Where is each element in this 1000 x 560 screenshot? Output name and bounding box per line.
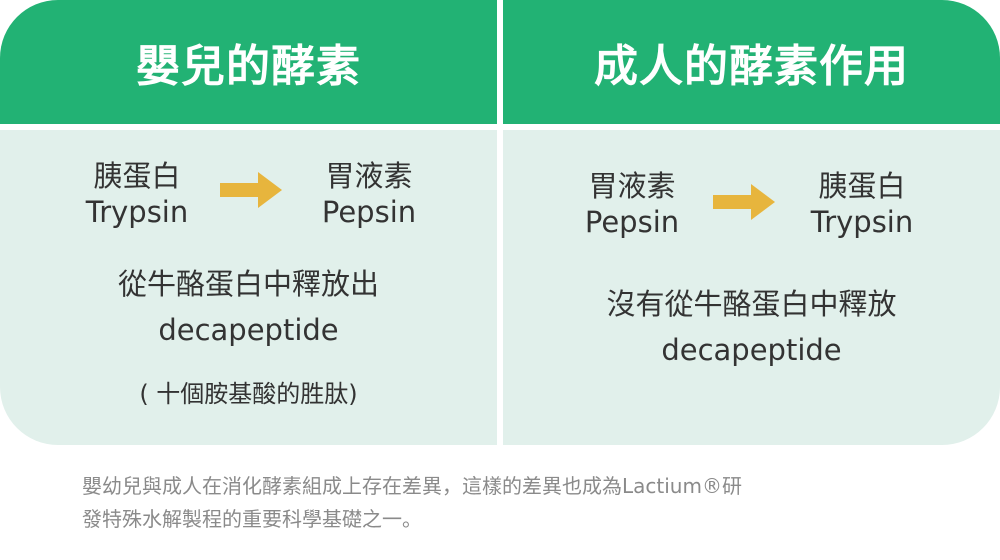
comparison-card: 嬰兒的酵素 成人的酵素作用 胰蛋白 Trypsin 胃液素 Pepsin 從牛酪… xyxy=(0,0,1000,445)
enzyme-zh: 胃液素 xyxy=(588,169,676,203)
adult-enzyme-header: 成人的酵素作用 xyxy=(503,0,1000,124)
infant-enzyme-header: 嬰兒的酵素 xyxy=(0,0,497,124)
enzyme-zh: 胰蛋白 xyxy=(93,159,181,193)
enzyme-pepsin: 胃液素 Pepsin xyxy=(573,168,691,240)
enzyme-en: Trypsin xyxy=(85,195,189,229)
enzyme-en: Trypsin xyxy=(810,205,914,239)
description-line1: 沒有從牛酪蛋白中釋放 xyxy=(606,287,897,321)
description-line1: 從牛酪蛋白中釋放出 xyxy=(117,267,379,301)
footnote-line1: 嬰幼兒與成人在消化酵素組成上存在差異，這樣的差異也成為Lactium®研 xyxy=(82,474,742,498)
adult-enzyme-panel: 胃液素 Pepsin 胰蛋白 Trypsin 沒有從牛酪蛋白中釋放 decape… xyxy=(503,130,1000,445)
enzyme-pepsin: 胃液素 Pepsin xyxy=(310,158,428,230)
enzyme-zh: 胰蛋白 xyxy=(818,169,906,203)
enzyme-en: Pepsin xyxy=(584,205,680,239)
footnote: 嬰幼兒與成人在消化酵素組成上存在差異，這樣的差異也成為Lactium®研 發特殊… xyxy=(82,470,922,536)
footnote-line2: 發特殊水解製程的重要科學基礎之一。 xyxy=(82,507,422,531)
description-line2: decapeptide xyxy=(158,313,339,347)
description-line2: decapeptide xyxy=(661,333,842,367)
enzyme-trypsin: 胰蛋白 Trypsin xyxy=(78,158,196,230)
infant-enzyme-panel: 胰蛋白 Trypsin 胃液素 Pepsin 從牛酪蛋白中釋放出 decapep… xyxy=(0,130,497,445)
arrow-right-icon xyxy=(713,184,775,220)
enzyme-en: Pepsin xyxy=(321,195,417,229)
arrow-right-icon xyxy=(220,172,282,208)
enzyme-zh: 胃液素 xyxy=(325,159,413,193)
description-note: ( 十個胺基酸的胜肽) xyxy=(139,380,358,408)
enzyme-trypsin: 胰蛋白 Trypsin xyxy=(803,168,921,240)
